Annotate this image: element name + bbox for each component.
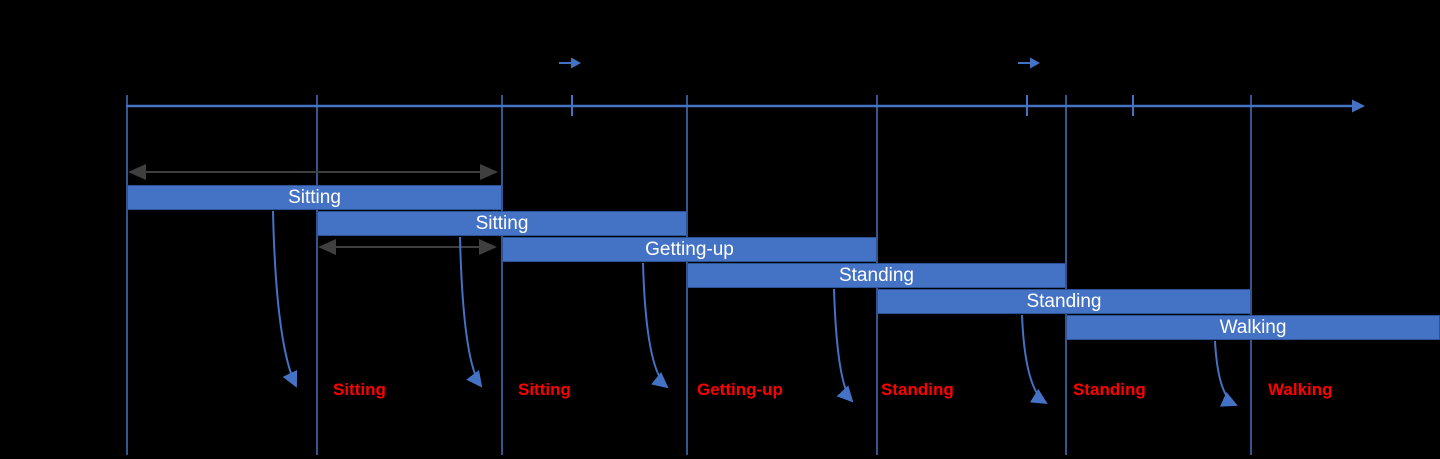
prediction-label: Standing — [1073, 380, 1146, 399]
activity-bar-label: Getting-up — [645, 239, 734, 260]
prediction-label: Walking — [1268, 380, 1333, 399]
activity-bar: Standing — [687, 263, 1066, 288]
prediction-label: Getting-up — [697, 380, 783, 399]
classification-arrows — [272, 210, 1238, 407]
prediction-label: Standing — [881, 380, 954, 399]
activity-bar-label: Standing — [1026, 291, 1102, 312]
classification-arrow-icon — [459, 236, 483, 388]
slide-direction-arrow-icon — [559, 57, 581, 69]
activity-bar-label: Sitting — [475, 213, 529, 234]
activity-bar-label: Standing — [838, 265, 914, 286]
classification-arrow-icon — [272, 210, 298, 388]
classification-arrow-icon — [1214, 340, 1238, 407]
prediction-label: Sitting — [518, 380, 571, 399]
classification-arrow-icon — [833, 288, 854, 403]
activity-bar: Standing — [877, 289, 1251, 314]
activity-bar: Walking — [1066, 315, 1440, 340]
slide-direction-arrows — [559, 57, 1040, 69]
activity-bar: Sitting — [127, 185, 502, 210]
time-axis-arrowhead-icon — [1352, 99, 1365, 113]
time-axis — [126, 99, 1365, 113]
classification-arrow-icon — [1021, 314, 1048, 405]
slide-direction-arrow-icon — [1018, 57, 1040, 69]
activity-bar: Getting-up — [502, 237, 877, 262]
activity-bar-label: Walking — [1219, 317, 1287, 338]
prediction-label: Sitting — [333, 380, 386, 399]
axis-ticks — [571, 95, 1134, 116]
activity-bar-label: Sitting — [288, 187, 341, 208]
activity-bar: Sitting — [317, 211, 687, 236]
measure-arrows — [128, 164, 498, 255]
classification-arrow-icon — [642, 262, 669, 389]
